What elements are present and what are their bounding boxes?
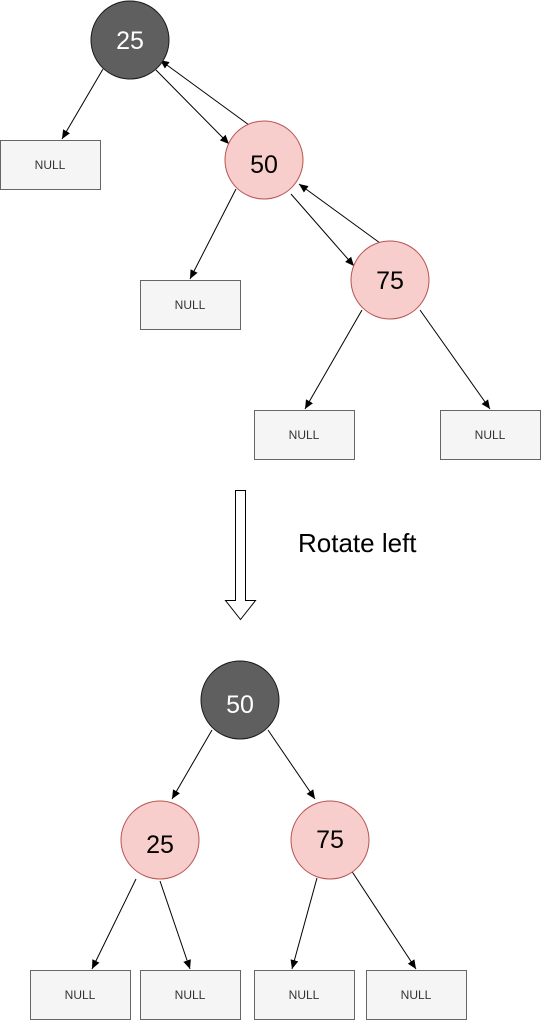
edge-50-to-25 bbox=[171, 729, 213, 800]
null-leaf: NULL bbox=[440, 410, 541, 460]
rotation-arrow bbox=[224, 490, 257, 621]
before-tree: 25 50 75 NULL NULL NULL NULL bbox=[0, 0, 541, 460]
node-25-black: 25 bbox=[90, 0, 170, 80]
edge-25-to-50 bbox=[155, 69, 230, 145]
node-value: 50 bbox=[226, 691, 254, 719]
edge-50-parent-to-25 bbox=[159, 59, 250, 126]
node-value: 25 bbox=[116, 27, 144, 55]
node-value: 50 bbox=[250, 151, 278, 179]
null-leaf: NULL bbox=[140, 970, 241, 1020]
null-label: NULL bbox=[175, 298, 206, 312]
null-label: NULL bbox=[175, 988, 206, 1002]
edge-25-to-null-left bbox=[91, 878, 137, 970]
node-25-red: 25 bbox=[120, 800, 200, 880]
node-value: 75 bbox=[316, 826, 344, 854]
null-label: NULL bbox=[289, 988, 320, 1002]
edge-75-parent-to-50 bbox=[298, 183, 381, 244]
null-label: NULL bbox=[65, 988, 96, 1002]
edge-75-to-null-left bbox=[290, 877, 318, 970]
node-value: 25 bbox=[146, 831, 174, 859]
null-label: NULL bbox=[35, 158, 66, 172]
edge-25-to-null-right bbox=[159, 880, 191, 970]
null-label: NULL bbox=[289, 428, 320, 442]
edge-25-to-null bbox=[61, 68, 104, 140]
null-label: NULL bbox=[401, 988, 432, 1002]
node-50-red: 50 bbox=[224, 120, 304, 200]
edge-75-to-null-left bbox=[304, 309, 363, 410]
null-leaf: NULL bbox=[140, 280, 241, 330]
node-75-red: 75 bbox=[290, 800, 370, 880]
node-75-red: 75 bbox=[350, 240, 430, 320]
edge-50-to-null bbox=[189, 188, 237, 280]
edge-75-to-null-right bbox=[350, 869, 417, 970]
edge-50-to-75 bbox=[267, 729, 316, 800]
node-value: 75 bbox=[376, 267, 404, 295]
null-leaf: NULL bbox=[30, 970, 131, 1020]
rotation-caption: Rotate left bbox=[298, 528, 417, 558]
null-leaf: NULL bbox=[366, 970, 467, 1020]
null-leaf: NULL bbox=[254, 970, 355, 1020]
node-50-black: 50 bbox=[200, 660, 280, 740]
null-label: NULL bbox=[475, 428, 506, 442]
edge-50-to-75 bbox=[290, 193, 355, 267]
after-tree: 50 25 75 NULL NULL NULL NULL bbox=[30, 660, 467, 1020]
edge-75-to-null-right bbox=[419, 309, 491, 410]
null-leaf: NULL bbox=[0, 140, 101, 190]
null-leaf: NULL bbox=[254, 410, 355, 460]
